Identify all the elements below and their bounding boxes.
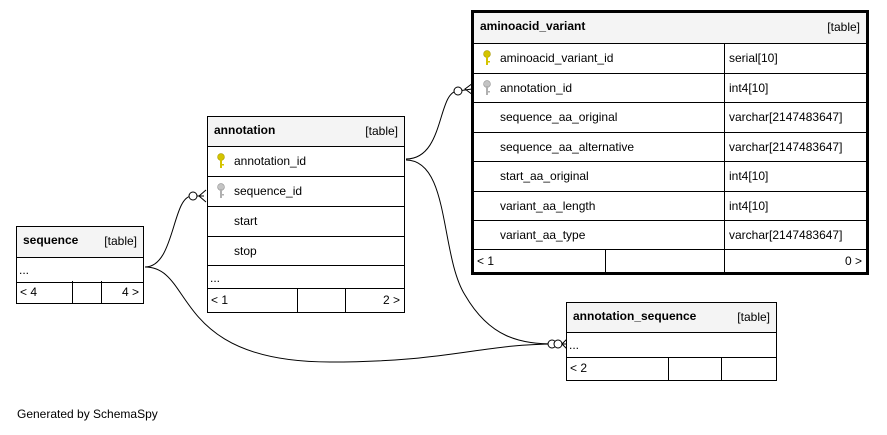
table-sequence[interactable]: sequence [table] ... < 4 4 > [16,226,144,304]
children-count[interactable]: 4 > [121,285,139,299]
table-kind: [table] [104,234,137,248]
table-kind: [table] [827,20,860,34]
parents-count[interactable]: < 2 [570,361,588,375]
edge-annotation-aminoacid-variant-crowfoot [464,82,474,96]
more-columns: ... [210,271,221,285]
column-name: variant_aa_length [500,199,596,213]
parents-count[interactable]: < 1 [477,254,495,268]
column-row[interactable]: annotation_id int4[10] [474,74,866,103]
edge-annotation-sequence-optional-2 [553,339,563,349]
column-type: serial[10] [724,44,866,73]
table-footer: < 2 [567,357,776,380]
column-row[interactable]: stop [208,237,404,266]
primary-key-icon [217,153,225,168]
more-columns-row: ... [208,266,404,289]
column-row[interactable]: sequence_id [208,177,404,207]
column-name: sequence_id [234,184,303,198]
column-type: int4[10] [724,74,866,102]
table-header: annotation [table] [208,117,404,147]
children-count[interactable]: 0 > [844,254,862,268]
table-header: annotation_sequence [table] [567,303,776,333]
column-name: sequence_aa_alternative [500,140,635,154]
column-type: int4[10] [724,192,866,220]
table-footer: < 4 4 > [17,281,143,303]
edge-sequence-annotation [144,195,204,268]
column-type: varchar[2147483647] [724,133,866,161]
column-type: varchar[2147483647] [724,103,866,132]
edge-sequence-annotation-crowfoot [198,189,207,203]
foreign-key-icon [483,80,491,95]
table-kind: [table] [365,124,398,138]
table-annotation-sequence[interactable]: annotation_sequence [table] ... < 2 [566,302,777,381]
column-type: int4[10] [724,162,866,191]
edge-sequence-annotation-sequence [144,266,566,363]
foreign-key-icon [217,183,225,198]
column-type: varchar[2147483647] [724,221,866,249]
table-header: sequence [table] [17,227,143,258]
column-row[interactable]: aminoacid_variant_id serial[10] [474,44,866,74]
column-row[interactable]: start_aa_original int4[10] [474,162,866,192]
edge-annotation-aminoacid-variant-optional [453,86,463,96]
column-name: aminoacid_variant_id [500,51,614,65]
more-columns-row: ... [17,258,143,283]
column-name: annotation_id [500,81,573,95]
column-name: annotation_id [234,154,307,168]
column-row[interactable]: variant_aa_type varchar[2147483647] [474,221,866,250]
column-name: start_aa_original [500,169,589,183]
column-row[interactable]: sequence_aa_original varchar[2147483647] [474,103,866,133]
column-name: sequence_aa_original [500,110,618,124]
more-columns-row: ... [567,333,776,358]
table-annotation[interactable]: annotation [table] annotation_id sequenc… [207,116,405,313]
table-footer: < 1 0 > [474,250,866,272]
primary-key-icon [483,50,491,65]
column-name: start [234,214,258,228]
edge-annotation-annotation-sequence [405,159,557,345]
table-kind: [table] [737,310,770,324]
column-name: variant_aa_type [500,228,586,242]
edge-annotation-aminoacid-variant [405,88,473,160]
table-header: aminoacid_variant [table] [474,13,866,44]
column-row[interactable]: annotation_id [208,147,404,177]
column-name: stop [234,244,257,258]
generated-by-label: Generated by SchemaSpy [17,407,158,421]
column-row[interactable]: sequence_aa_alternative varchar[21474836… [474,133,866,162]
parents-count[interactable]: < 1 [211,293,229,307]
table-name: sequence [23,233,79,247]
table-footer: < 1 2 > [208,289,404,312]
children-count[interactable]: 2 > [382,293,400,307]
edge-sequence-annotation-optional [188,191,198,201]
table-name: aminoacid_variant [480,19,586,33]
table-name: annotation_sequence [573,309,697,323]
more-columns: ... [569,338,580,352]
table-name: annotation [214,123,276,137]
table-aminoacid-variant[interactable]: aminoacid_variant [table] aminoacid_vari… [471,10,869,275]
column-row[interactable]: variant_aa_length int4[10] [474,192,866,221]
column-row[interactable]: start [208,207,404,237]
more-columns: ... [19,263,30,277]
parents-count[interactable]: < 4 [20,285,38,299]
